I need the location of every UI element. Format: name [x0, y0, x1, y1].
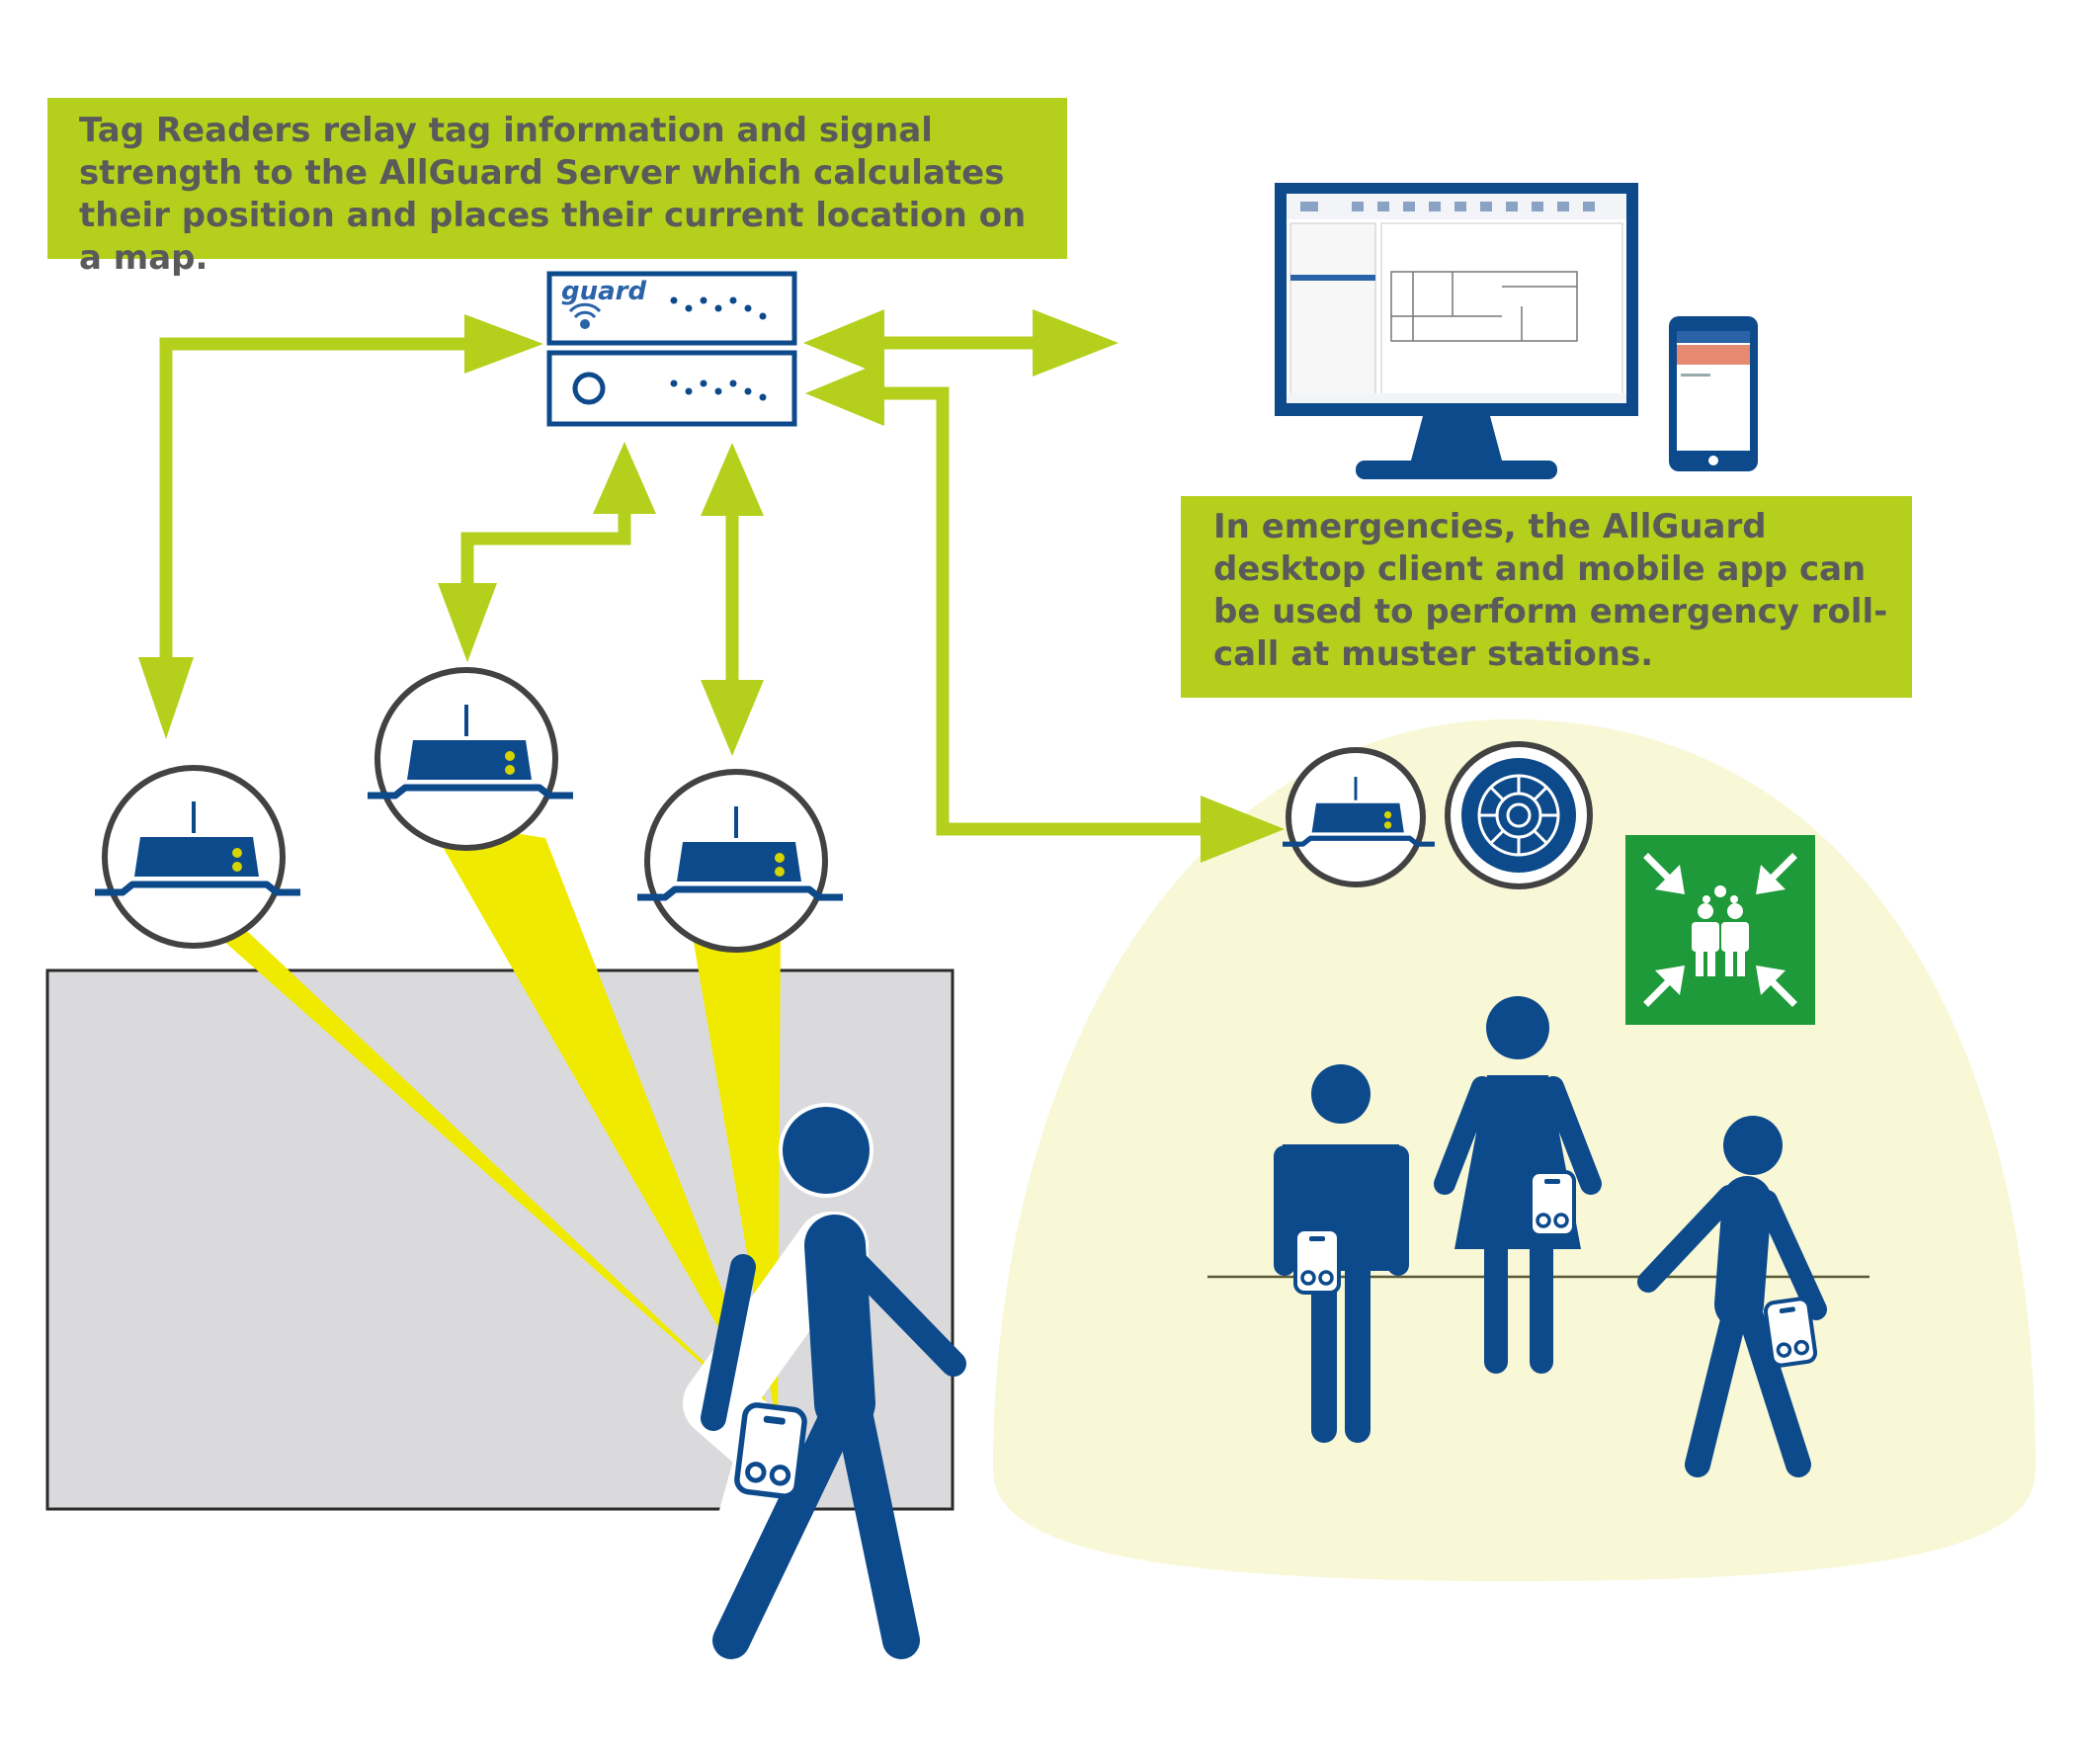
- arrow-server-reader-left: [159, 337, 482, 699]
- person-icon: [683, 1103, 966, 1659]
- wifi-icon: [568, 302, 602, 329]
- callout-server-relay-text: Tag Readers relay tag information and si…: [79, 111, 1027, 278]
- server-unit-bottom: [546, 350, 797, 427]
- tag-reader-icon: [637, 769, 843, 953]
- signal-beam-middle: [427, 819, 778, 1431]
- desktop-monitor-icon: [1275, 183, 1638, 479]
- assembly-point-sign-icon: [1625, 835, 1815, 1025]
- power-button-icon: [572, 372, 606, 405]
- signal-beam-left: [102, 833, 778, 1431]
- tag-device-icon: [735, 1403, 805, 1497]
- tag-device-icon: [1762, 1296, 1819, 1369]
- ceiling-sensor-icon: [1445, 741, 1593, 889]
- person-icon: [1637, 1116, 1827, 1477]
- connection-arrows: [138, 309, 1285, 863]
- arrow-server-muster: [850, 386, 1220, 836]
- tag-device-icon: [1293, 1227, 1341, 1295]
- callout-emergency-rollcall-text: In emergencies, the AllGuard desktop cli…: [1213, 507, 1888, 674]
- callout-emergency-rollcall: In emergencies, the AllGuard desktop cli…: [1181, 496, 1912, 698]
- server-unit-top: [546, 271, 797, 346]
- person-icon: [1274, 1064, 1409, 1443]
- tag-reader-icon: [1283, 747, 1435, 887]
- server-logo: guard: [561, 277, 647, 306]
- callout-server-relay: Tag Readers relay tag information and si…: [47, 98, 1067, 278]
- monitor-stand: [1411, 416, 1502, 461]
- tag-reader-icon: [368, 667, 573, 851]
- mobile-phone-icon: [1669, 316, 1758, 471]
- tag-device-icon: [1529, 1170, 1576, 1237]
- server-rack-icon: [546, 271, 797, 427]
- person-icon: [1434, 996, 1602, 1374]
- tag-reader-icon: [95, 765, 300, 949]
